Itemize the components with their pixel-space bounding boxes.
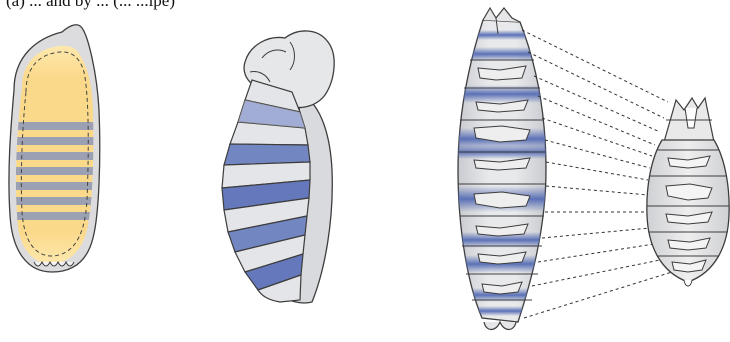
larva-tail bbox=[484, 322, 516, 330]
embryo-scallops bbox=[34, 262, 74, 266]
larva-head bbox=[483, 8, 520, 22]
larva-body bbox=[458, 20, 546, 322]
adult-body bbox=[645, 98, 730, 286]
germband-embryo bbox=[222, 31, 334, 303]
larva bbox=[450, 8, 560, 330]
early-embryo bbox=[9, 25, 105, 272]
